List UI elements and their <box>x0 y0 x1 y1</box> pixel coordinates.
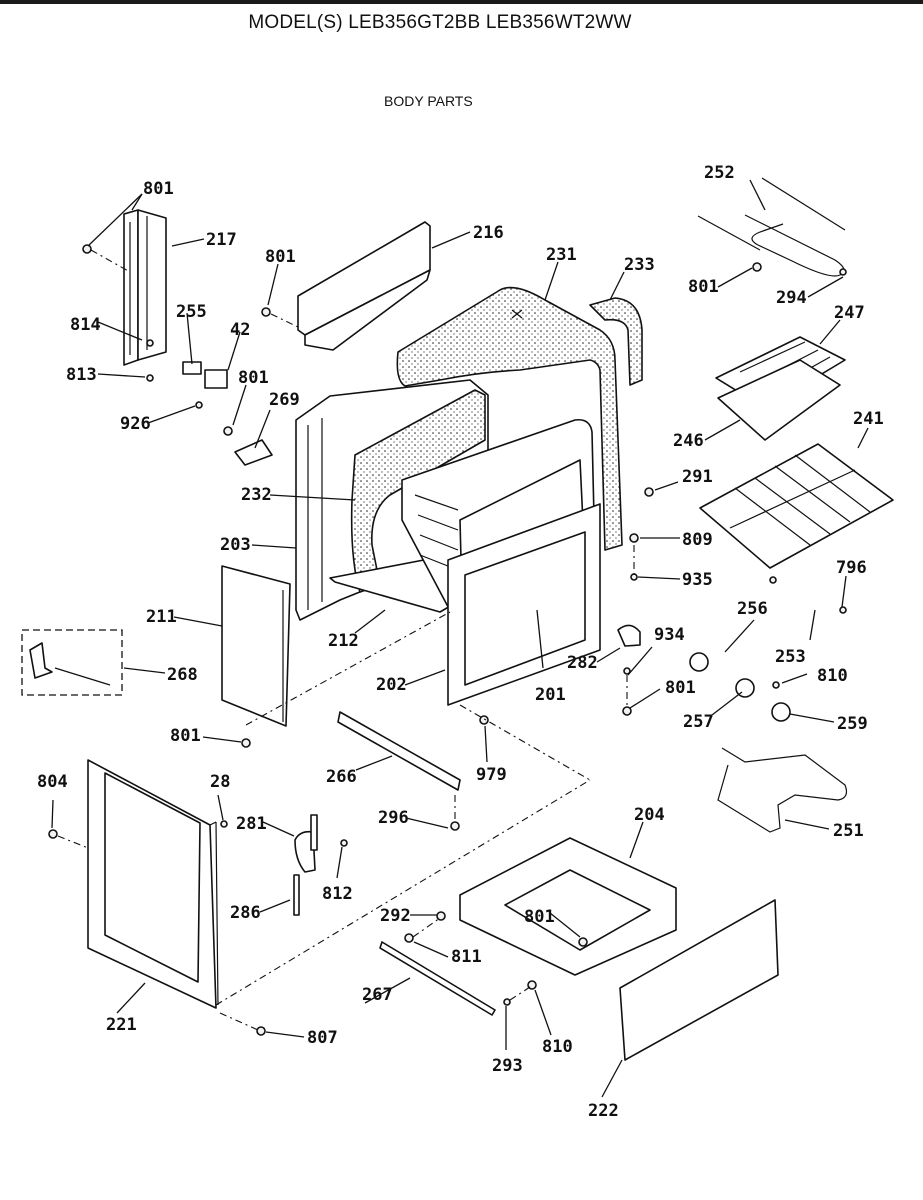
callout-233: 233 <box>624 255 655 275</box>
callout-812: 812 <box>322 884 353 904</box>
callout-813: 813 <box>66 365 97 385</box>
part-221-oven-door <box>48 759 219 1009</box>
part-268-anti-tip-bracket <box>21 629 123 696</box>
callout-294: 294 <box>776 288 807 308</box>
part-286-spring <box>293 874 300 916</box>
callout-926: 926 <box>120 414 151 434</box>
part-801-screw-a <box>82 244 131 273</box>
callout-231: 231 <box>546 245 577 265</box>
part-217-side-trim <box>123 209 167 366</box>
callout-801: 801 <box>665 678 696 698</box>
callout-292: 292 <box>380 906 411 926</box>
callout-810: 810 <box>817 666 848 686</box>
callout-222: 222 <box>588 1101 619 1121</box>
callout-281: 281 <box>236 814 267 834</box>
callout-246: 246 <box>673 431 704 451</box>
part-241-oven-rack <box>699 443 894 569</box>
model-title: MODEL(S) LEB356GT2BB LEB356WT2WW <box>248 12 632 33</box>
callout-253: 253 <box>775 647 806 667</box>
callout-269: 269 <box>269 390 300 410</box>
callout-268: 268 <box>167 665 198 685</box>
callout-256: 256 <box>737 599 768 619</box>
callout-251: 251 <box>833 821 864 841</box>
callout-810: 810 <box>542 1037 573 1057</box>
callout-217: 217 <box>206 230 237 250</box>
callout-807: 807 <box>307 1028 338 1048</box>
callout-801: 801 <box>524 907 555 927</box>
callout-814: 814 <box>70 315 101 335</box>
callout-221: 221 <box>106 1015 137 1035</box>
callout-801: 801 <box>170 726 201 746</box>
callout-42: 42 <box>230 320 250 340</box>
callout-266: 266 <box>326 767 357 787</box>
callout-labels: 801 217 216 801 231 233 252 801 294 247 … <box>37 163 884 1121</box>
callout-291: 291 <box>682 467 713 487</box>
callout-257: 257 <box>683 712 714 732</box>
callout-979: 979 <box>476 765 507 785</box>
part-202-front-frame <box>447 503 601 706</box>
callout-296: 296 <box>378 808 409 828</box>
callout-809: 809 <box>682 530 713 550</box>
part-233-vent-duct <box>589 297 643 386</box>
part-211-side-panel <box>221 565 291 727</box>
part-252-bake-element <box>697 177 846 277</box>
callout-216: 216 <box>473 223 504 243</box>
callout-212: 212 <box>328 631 359 651</box>
callout-232: 232 <box>241 485 272 505</box>
part-251-broil-element <box>717 747 848 833</box>
part-216-top-rear-panel <box>261 221 431 351</box>
callout-211: 211 <box>146 607 177 627</box>
callout-801: 801 <box>688 277 719 297</box>
top-rule <box>0 0 923 4</box>
section-title: BODY PARTS <box>384 93 473 109</box>
callout-267: 267 <box>362 985 393 1005</box>
leader-lines <box>51 179 869 1098</box>
callout-801: 801 <box>238 368 269 388</box>
small-fasteners <box>146 262 847 1036</box>
callout-202: 202 <box>376 675 407 695</box>
callout-286: 286 <box>230 903 261 923</box>
part-231-oven-wrapper <box>396 286 623 551</box>
callout-241: 241 <box>853 409 884 429</box>
callout-201: 201 <box>535 685 566 705</box>
callout-28: 28 <box>210 772 230 792</box>
callout-282: 282 <box>567 653 598 673</box>
callout-935: 935 <box>682 570 713 590</box>
callout-804: 804 <box>37 772 68 792</box>
callout-934: 934 <box>654 625 685 645</box>
part-222-drawer-front <box>619 899 779 1061</box>
callout-293: 293 <box>492 1056 523 1076</box>
part-246-broiler-pan <box>717 359 841 441</box>
callout-811: 811 <box>451 947 482 967</box>
callout-796: 796 <box>836 558 867 578</box>
part-266-drawer-rail <box>337 711 461 831</box>
callout-247: 247 <box>834 303 865 323</box>
callout-255: 255 <box>176 302 207 322</box>
part-281-hinge <box>294 814 318 873</box>
part-232-insulation <box>350 389 486 593</box>
construction-lines <box>215 545 635 1031</box>
part-267-drawer-rail <box>379 941 496 1016</box>
callout-204: 204 <box>634 805 665 825</box>
callout-801: 801 <box>265 247 296 267</box>
callout-203: 203 <box>220 535 251 555</box>
callout-252: 252 <box>704 163 735 183</box>
callout-801: 801 <box>143 179 174 199</box>
callout-259: 259 <box>837 714 868 734</box>
part-204-drawer <box>459 837 677 976</box>
